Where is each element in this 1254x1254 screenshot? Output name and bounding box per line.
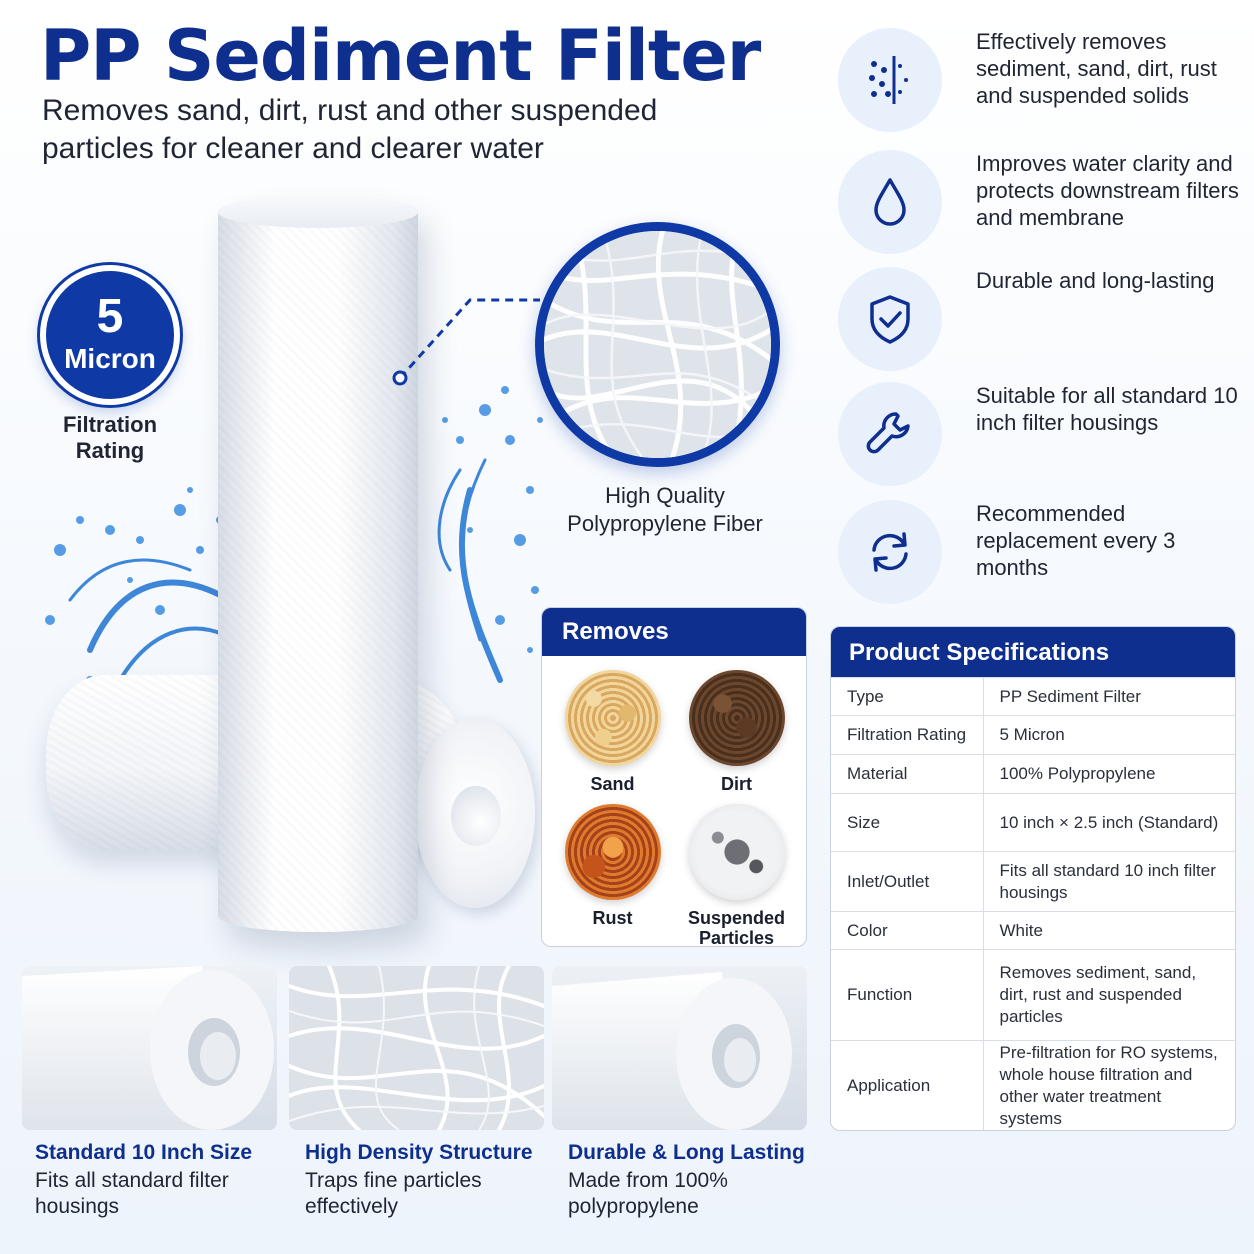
spec-key: Material bbox=[831, 754, 984, 794]
spec-key: Color bbox=[831, 911, 984, 950]
specs-title: Product Specifications bbox=[831, 627, 1235, 677]
spec-value: Fits all standard 10 inch filter housing… bbox=[983, 851, 1235, 912]
micron-number: 5 bbox=[96, 290, 124, 343]
tile-desc-standard-size: Fits all standard filter housings bbox=[35, 1169, 229, 1218]
feature-item-sediment: Effectively removes sediment, sand, dirt… bbox=[838, 28, 1248, 132]
feature-item-replacement: Recommended replacement every 3 months bbox=[838, 500, 1248, 604]
removes-item-rust: Rust bbox=[546, 804, 679, 928]
side-cartridge-end bbox=[415, 718, 535, 908]
spec-row: Color White bbox=[831, 911, 1235, 950]
page-title: PP Sediment Filter bbox=[40, 15, 761, 97]
tile-desc-durable: Made from 100% polypropylene bbox=[568, 1169, 728, 1218]
spec-key: Size bbox=[831, 793, 984, 852]
feature-text: Suitable for all standard 10 inch filter… bbox=[976, 383, 1238, 435]
removes-label: Dirt bbox=[721, 774, 752, 794]
sediment-particles-icon bbox=[838, 28, 942, 132]
tile-title-standard-size: Standard 10 Inch Size bbox=[35, 1141, 253, 1164]
feature-text: Effectively removes sediment, sand, dirt… bbox=[976, 29, 1217, 108]
feature-item-durable: Durable and long-lasting bbox=[838, 267, 1248, 371]
dirt-image bbox=[688, 670, 785, 766]
removes-label: Sand bbox=[590, 774, 635, 794]
filtration-rating-label: Filtration Rating bbox=[62, 412, 158, 463]
spec-key: Type bbox=[831, 677, 984, 716]
spec-key: Application bbox=[831, 1040, 984, 1130]
micron-unit: Micron bbox=[64, 343, 156, 374]
spec-value: PP Sediment Filter bbox=[983, 677, 1235, 716]
feature-text: Recommended replacement every 3 months bbox=[976, 501, 1176, 580]
removes-title: Removes bbox=[542, 608, 806, 656]
spec-key: Inlet/Outlet bbox=[831, 851, 984, 912]
shield-check-icon bbox=[838, 267, 942, 371]
main-filter-cartridge bbox=[218, 196, 418, 932]
spec-key: Filtration Rating bbox=[831, 715, 984, 755]
water-drop-icon bbox=[838, 150, 942, 254]
spec-row: Type PP Sediment Filter bbox=[831, 677, 1235, 716]
spec-key: Function bbox=[831, 949, 984, 1041]
refresh-cycle-icon bbox=[838, 500, 942, 604]
spec-value: Pre-filtration for RO systems, whole hou… bbox=[983, 1040, 1235, 1130]
tile-desc-high-density: Traps fine particles effectively bbox=[305, 1169, 482, 1218]
feature-text: Durable and long-lasting bbox=[976, 268, 1215, 293]
removes-item-sand: Sand bbox=[546, 670, 679, 794]
spec-value: 100% Polypropylene bbox=[983, 754, 1235, 794]
removes-label: Rust bbox=[592, 908, 633, 928]
page-subtitle: Removes sand, dirt, rust and other suspe… bbox=[42, 94, 658, 165]
tile-standard-size-image bbox=[22, 966, 277, 1130]
feature-text: Improves water clarity and protects down… bbox=[976, 151, 1239, 230]
suspended-particles-image bbox=[688, 804, 785, 900]
spec-value: 5 Micron bbox=[983, 715, 1235, 755]
spec-row: Material 100% Polypropylene bbox=[831, 754, 1235, 794]
tile-durable-image bbox=[552, 966, 807, 1130]
spec-value: White bbox=[983, 911, 1235, 950]
product-specifications-table: Product Specifications Type PP Sediment … bbox=[830, 626, 1236, 1131]
removes-label: Suspended Particles bbox=[687, 908, 785, 947]
rust-image bbox=[564, 804, 661, 900]
spec-row: Function Removes sediment, sand, dirt, r… bbox=[831, 949, 1235, 1041]
spec-row: Filtration Rating 5 Micron bbox=[831, 715, 1235, 755]
feature-item-clarity: Improves water clarity and protects down… bbox=[838, 150, 1248, 254]
spec-value: 10 inch × 2.5 inch (Standard) bbox=[983, 793, 1235, 852]
wrench-icon bbox=[838, 382, 942, 486]
removes-card: Removes Sand Dirt Rust Suspended Particl… bbox=[541, 607, 807, 947]
removes-item-dirt: Dirt bbox=[670, 670, 803, 794]
fiber-closeup-image bbox=[535, 222, 780, 467]
tile-title-high-density: High Density Structure bbox=[305, 1141, 533, 1164]
fiber-caption: High Quality Polypropylene Fiber bbox=[567, 483, 763, 536]
feature-item-housing: Suitable for all standard 10 inch filter… bbox=[838, 382, 1248, 486]
zoom-pointer-line bbox=[392, 298, 540, 386]
spec-row: Size 10 inch × 2.5 inch (Standard) bbox=[831, 793, 1235, 852]
micron-badge: 5 Micron bbox=[40, 265, 180, 405]
spec-row: Application Pre-filtration for RO system… bbox=[831, 1040, 1235, 1130]
removes-item-suspended-particles: Suspended Particles bbox=[670, 804, 803, 947]
tile-title-durable: Durable & Long Lasting bbox=[568, 1141, 805, 1164]
sand-image bbox=[564, 670, 661, 766]
spec-row: Inlet/Outlet Fits all standard 10 inch f… bbox=[831, 851, 1235, 912]
tile-high-density-image bbox=[289, 966, 544, 1130]
spec-value: Removes sediment, sand, dirt, rust and s… bbox=[983, 949, 1235, 1041]
